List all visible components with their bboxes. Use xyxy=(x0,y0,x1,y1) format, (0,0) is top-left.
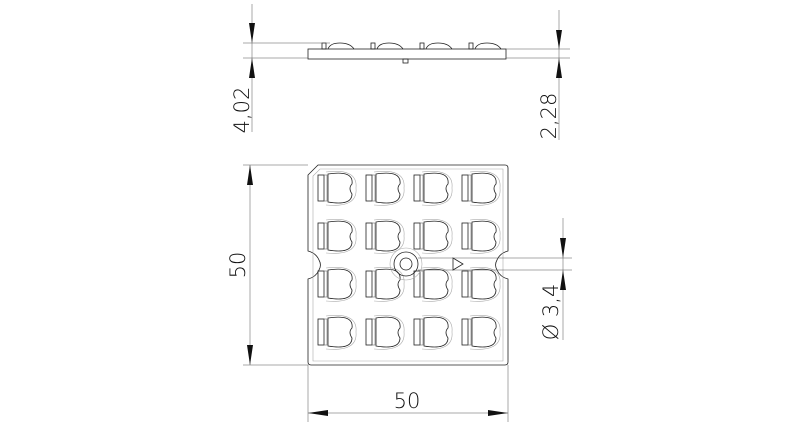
side-lens xyxy=(370,42,404,50)
side-view-pin xyxy=(402,58,409,64)
lens-cell xyxy=(413,267,453,302)
hole-diameter-label: Ø 3,4 xyxy=(539,284,563,341)
side-lens xyxy=(419,42,453,50)
lens-cell xyxy=(365,219,405,254)
lens-cell xyxy=(461,267,501,302)
lens-cell xyxy=(413,171,453,206)
lens-cell xyxy=(461,219,501,254)
side-lens xyxy=(468,42,502,50)
orientation-triangle-icon xyxy=(452,257,464,271)
lens-cell xyxy=(413,219,453,254)
lens-cell xyxy=(461,315,501,350)
dimension-hole-diameter: Ø 3,4 xyxy=(418,218,572,340)
lens-cell xyxy=(413,315,453,350)
dimension-width: 50 xyxy=(307,365,509,422)
lens-cell xyxy=(317,315,357,350)
lens-cell xyxy=(365,315,405,350)
dimension-board-thickness: 2,28 xyxy=(537,10,562,140)
dimension-total-height: 4,02 xyxy=(230,4,255,133)
total-height-label: 4,02 xyxy=(230,87,254,134)
board-thickness-label: 2,28 xyxy=(537,93,561,140)
lens-cell xyxy=(365,171,405,206)
lens-cell xyxy=(461,171,501,206)
side-view: 4,02 2,28 xyxy=(230,4,570,140)
side-lens xyxy=(321,42,355,50)
lens-cell xyxy=(317,267,357,302)
board-outline xyxy=(307,164,509,366)
top-view: 50 50 Ø 3,4 xyxy=(226,164,572,422)
dimension-height: 50 xyxy=(226,164,308,366)
width-label: 50 xyxy=(394,389,421,413)
side-view-board xyxy=(307,48,507,60)
height-label: 50 xyxy=(226,252,250,279)
center-mounting-hole xyxy=(389,247,423,281)
lens-cell xyxy=(317,219,357,254)
lens-cell xyxy=(317,171,357,206)
lens-cell xyxy=(365,267,405,302)
